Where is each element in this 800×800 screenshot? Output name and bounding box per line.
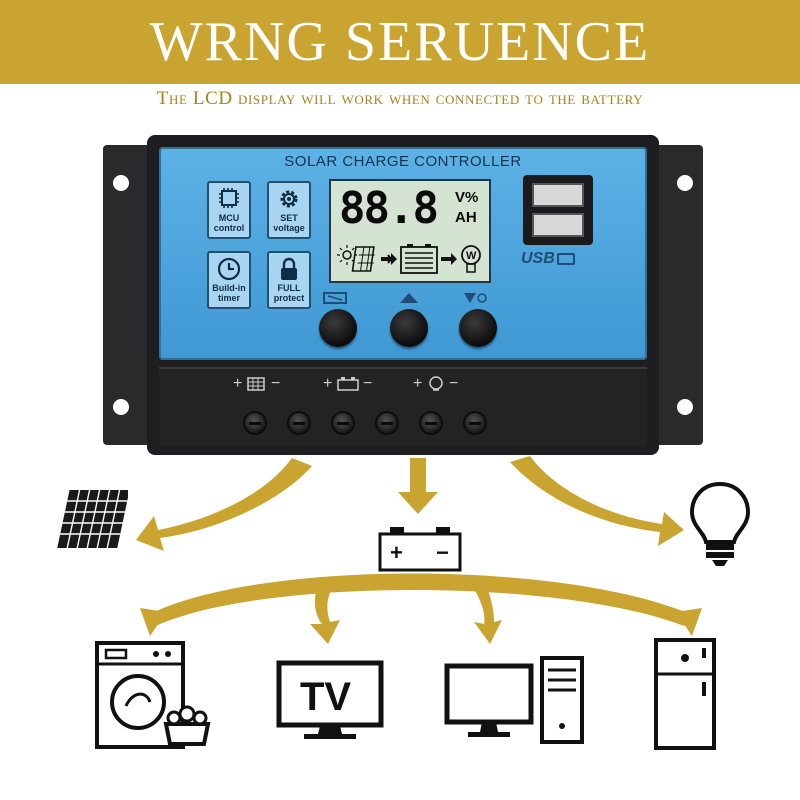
terminal-lamp-icon — [429, 376, 443, 391]
feature-mcu-control: MCU control — [207, 181, 251, 239]
arrow-head — [676, 608, 702, 636]
usb-port[interactable] — [532, 213, 584, 237]
banner-title: WRNG SERUENCE — [149, 11, 651, 73]
terminal-screw[interactable] — [463, 411, 487, 435]
arrow-to-battery — [398, 458, 438, 514]
lcd-digits: 88.8 — [339, 183, 439, 234]
mounting-hole — [113, 399, 129, 415]
terminal-screw[interactable] — [287, 411, 311, 435]
feature-label: timer — [217, 293, 240, 303]
down-lamp-icon — [464, 293, 487, 303]
refrigerator-icon — [654, 638, 716, 750]
feature-set-voltage: SET voltage — [267, 181, 311, 239]
clock-icon — [217, 257, 241, 281]
lcd-lamp-icon: W — [461, 245, 481, 273]
battery-icon: + − — [378, 527, 462, 572]
mounting-hole — [677, 175, 693, 191]
mounting-hole — [677, 399, 693, 415]
lcd-display: 88.8 V% AH — [329, 179, 491, 283]
terminal-battery-icon — [337, 377, 359, 391]
terminal-block: + − + − + − — [159, 367, 647, 447]
title-banner: WRNG SERUENCE — [0, 0, 800, 84]
mounting-flange-left — [103, 145, 153, 445]
solar-panel-icon — [57, 490, 128, 548]
terminal-screw[interactable] — [419, 411, 443, 435]
terminal-screw[interactable] — [331, 411, 355, 435]
washing-machine-icon — [95, 641, 211, 749]
feature-label: SET — [280, 213, 298, 223]
terminal-plus-label: + — [413, 375, 423, 392]
terminal-screw[interactable] — [375, 411, 399, 435]
menu-icon — [323, 292, 347, 304]
feature-label: FULL — [277, 283, 301, 293]
chip-icon — [219, 188, 239, 208]
up-button[interactable] — [390, 309, 428, 347]
light-bulb-icon — [689, 481, 751, 566]
terminal-screw[interactable] — [243, 411, 267, 435]
feature-label: Build-in — [212, 283, 246, 293]
lcd-solar-panel-icon — [351, 246, 375, 272]
menu-button[interactable] — [319, 309, 357, 347]
usb-plug-icon — [557, 253, 575, 265]
lcd-battery-icon — [400, 244, 438, 274]
mounting-flange-right — [653, 145, 703, 445]
usb-label: USB — [521, 250, 555, 267]
usb-port[interactable] — [532, 183, 584, 207]
svg-text:W: W — [466, 250, 477, 262]
terminal-minus-label: − — [363, 375, 373, 392]
sun-icon — [337, 245, 357, 265]
arrow-load-arc — [150, 573, 690, 626]
feature-label: voltage — [273, 223, 305, 233]
gear-icon — [280, 190, 298, 208]
up-triangle-icon — [400, 293, 418, 303]
lcd-unit-bottom: AH — [455, 209, 477, 226]
terminal-minus-label: − — [449, 375, 459, 392]
arrow-to-lamp — [510, 456, 684, 546]
terminal-plus-label: + — [233, 375, 243, 392]
down-button[interactable] — [459, 309, 497, 347]
battery-minus-label: − — [436, 540, 449, 565]
usb-port-block — [523, 175, 593, 245]
terminal-solar-icon — [247, 377, 265, 391]
feature-label: MCU — [218, 213, 240, 223]
lcd-flow-icons: W — [337, 244, 481, 274]
feature-label: protect — [273, 293, 305, 303]
controller-face: SOLAR CHARGE CONTROLLER MCU control SET … — [159, 147, 647, 360]
mounting-hole — [113, 175, 129, 191]
arrow-to-computer — [470, 580, 502, 644]
battery-plus-label: + — [390, 540, 403, 565]
solar-charge-controller: SOLAR CHARGE CONTROLLER MCU control SET … — [103, 135, 703, 455]
feature-full-protect: FULL protect — [267, 251, 311, 309]
terminal-minus-label: − — [271, 375, 281, 392]
controller-title: SOLAR CHARGE CONTROLLER — [284, 153, 522, 170]
terminal-plus-label: + — [323, 375, 333, 392]
lcd-unit-top: V% — [455, 189, 479, 206]
arrow-to-solar-panel — [136, 458, 312, 551]
subtitle: The LCD display will work when connected… — [156, 88, 644, 109]
desktop-computer-icon — [444, 656, 584, 744]
feature-label: control — [213, 223, 245, 233]
arrow-head — [140, 608, 166, 636]
arrow-to-tv — [310, 580, 340, 644]
tv-label: TV — [300, 675, 351, 719]
lock-icon — [281, 257, 297, 280]
feature-build-in-timer: Build-in timer — [207, 251, 251, 309]
tv-icon: TV — [276, 660, 384, 739]
